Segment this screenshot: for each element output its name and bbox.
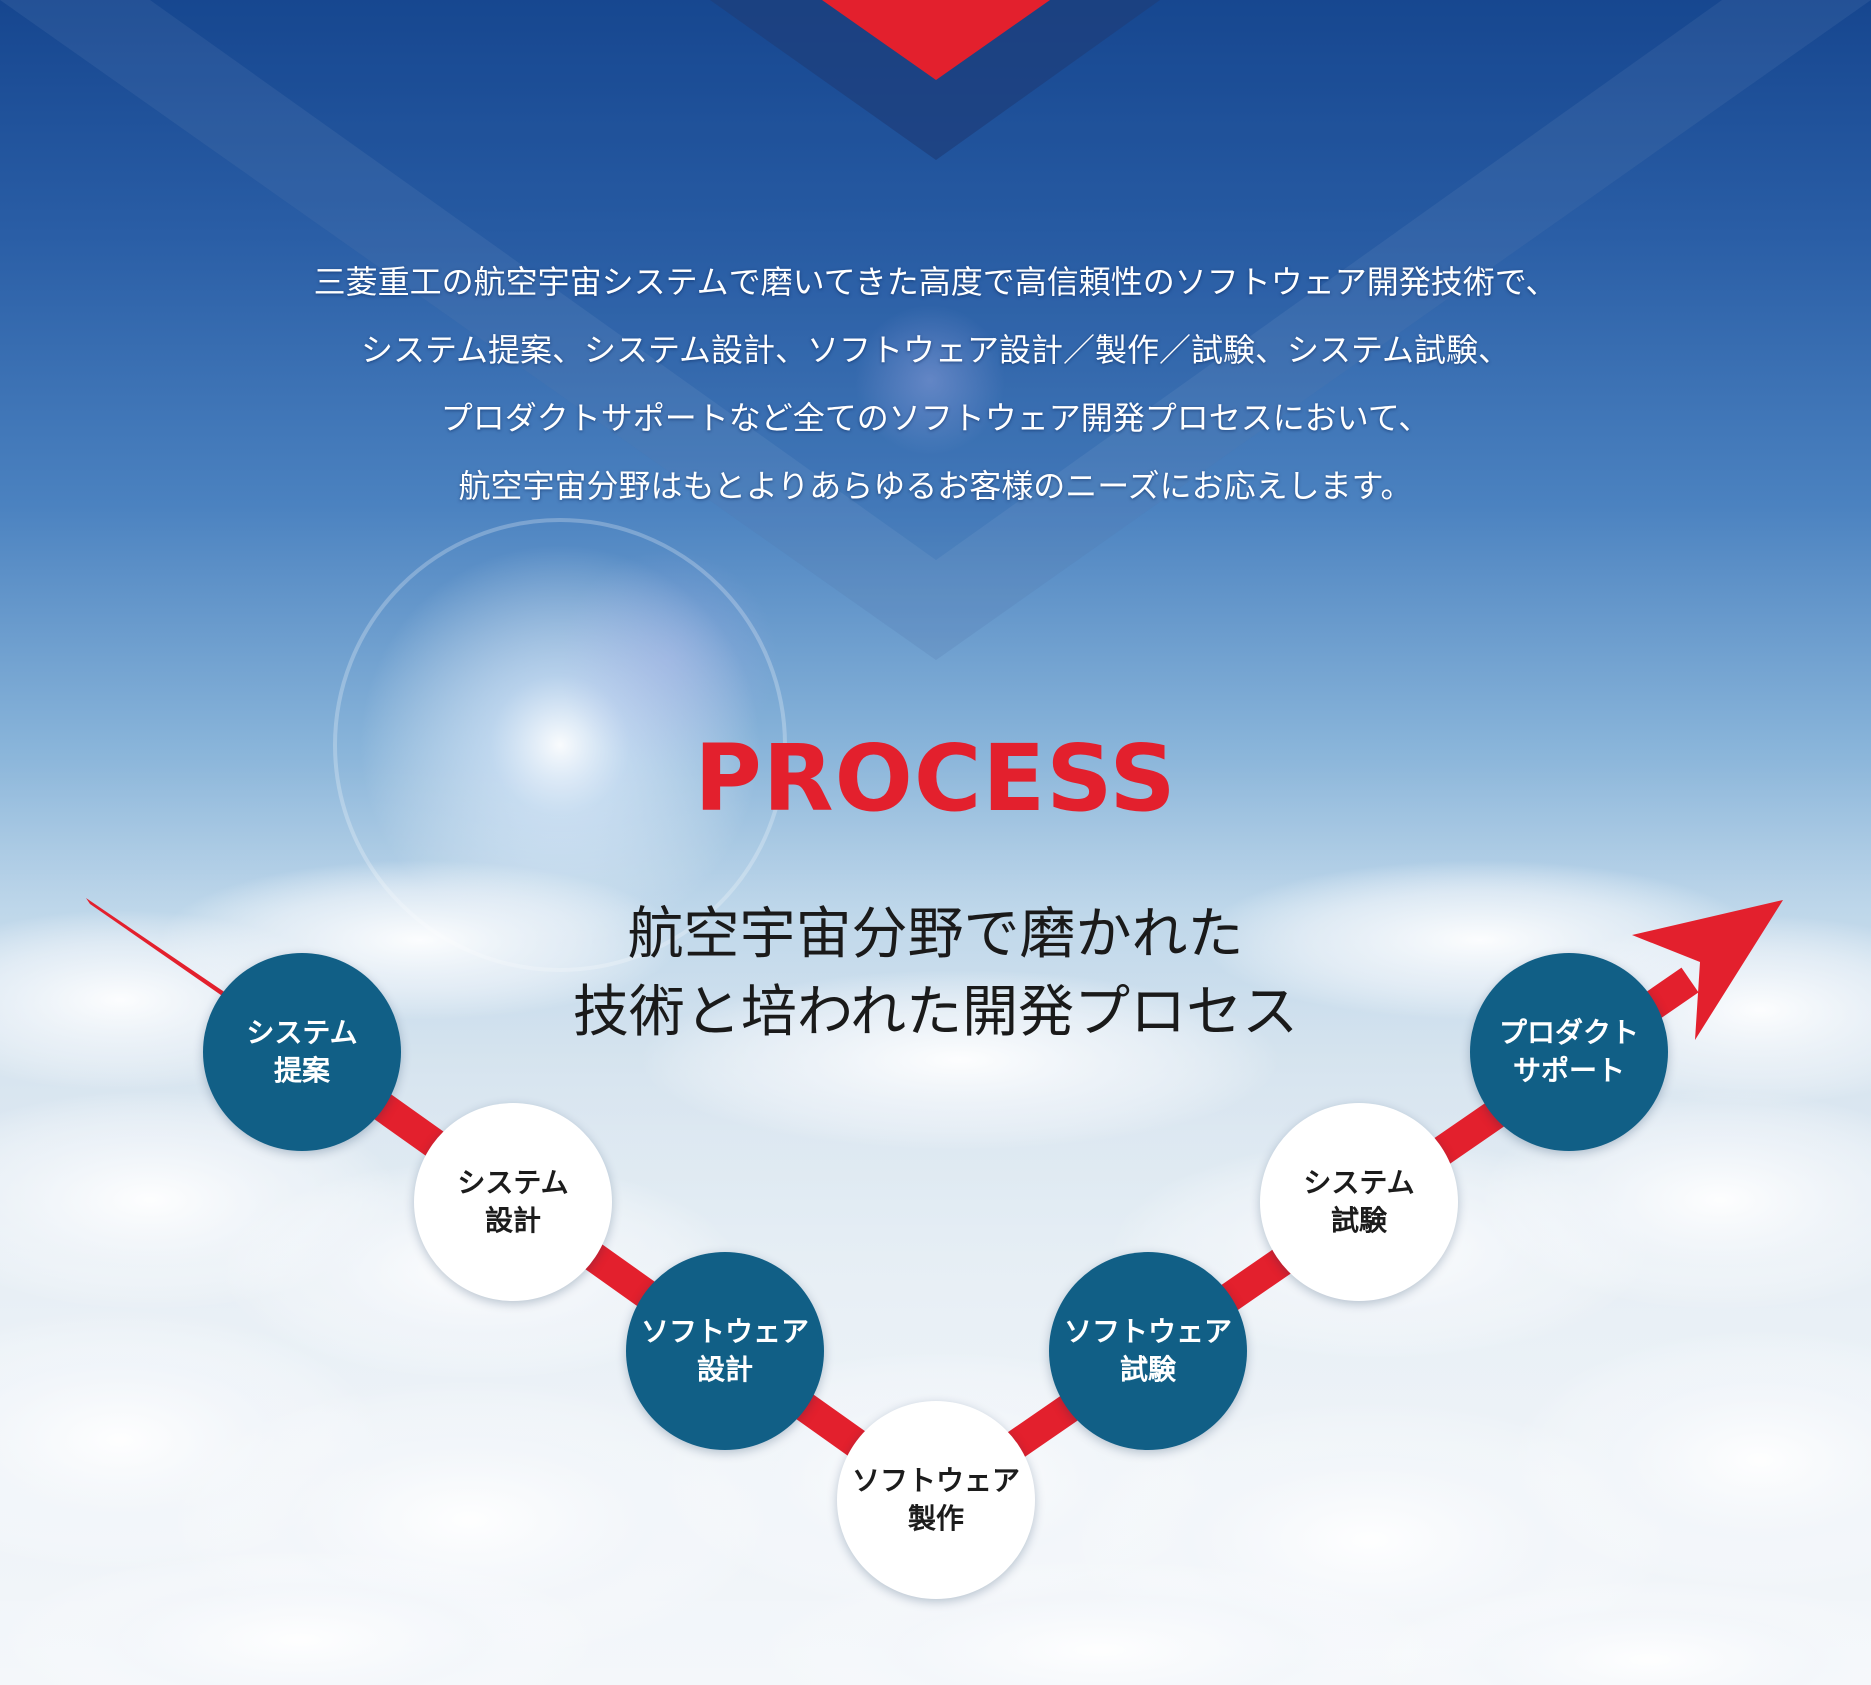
red-chevron-icon	[822, 0, 1050, 80]
step-label: 製作	[907, 1502, 964, 1535]
process-title: PROCESS	[694, 725, 1177, 832]
step-label: 設計	[484, 1204, 541, 1237]
process-subtitle-line: 技術と培われた開発プロセス	[572, 980, 1299, 1045]
step-label: システム	[246, 1016, 358, 1049]
chevron-band-icon	[710, 0, 1160, 160]
intro-text: 三菱重工の航空宇宙システムで磨いてきた高度で高信頼性のソフトウェア開発技術で、 …	[0, 248, 1871, 520]
step-system-test: システム 試験	[1260, 1103, 1458, 1301]
step-label: サポート	[1512, 1054, 1625, 1087]
step-label: 試験	[1330, 1204, 1387, 1237]
arrowhead-icon	[1632, 900, 1783, 1040]
step-label: 設計	[696, 1353, 753, 1386]
intro-line: 三菱重工の航空宇宙システムで磨いてきた高度で高信頼性のソフトウェア開発技術で、	[313, 263, 1558, 301]
step-label: 試験	[1119, 1353, 1176, 1386]
step-system-design: システム 設計	[414, 1103, 612, 1301]
step-label: 提案	[273, 1054, 330, 1087]
step-system-proposal: システム 提案	[203, 953, 401, 1151]
lens-flare	[558, 550, 778, 770]
process-subtitle-line: 航空宇宙分野で磨かれた	[627, 902, 1244, 967]
step-label: プロダクト	[1498, 1016, 1639, 1049]
step-label: システム	[457, 1166, 569, 1199]
lens-flare-small	[855, 305, 1005, 455]
chevron-light	[0, 0, 1871, 660]
step-label: ソフトウェア	[640, 1315, 809, 1348]
step-product-support: プロダクト サポート	[1470, 953, 1668, 1151]
step-label: ソフトウェア	[851, 1464, 1020, 1497]
intro-line: プロダクトサポートなど全てのソフトウェア開発プロセスにおいて、	[440, 399, 1431, 437]
intro-line: システム提案、システム設計、ソフトウェア設計／製作／試験、システム試験、	[360, 331, 1511, 369]
step-software-test: ソフトウェア 試験	[1049, 1252, 1247, 1450]
step-software-design: ソフトウェア 設計	[626, 1252, 824, 1450]
intro-line: 航空宇宙分野はもとよりあらゆるお客様のニーズにお応えします。	[458, 467, 1413, 505]
step-software-production: ソフトウェア 製作	[837, 1401, 1035, 1599]
process-subtitle: 航空宇宙分野で磨かれた 技術と培われた開発プロセス	[0, 896, 1871, 1052]
step-label: ソフトウェア	[1063, 1315, 1232, 1348]
step-label: システム	[1303, 1166, 1415, 1199]
